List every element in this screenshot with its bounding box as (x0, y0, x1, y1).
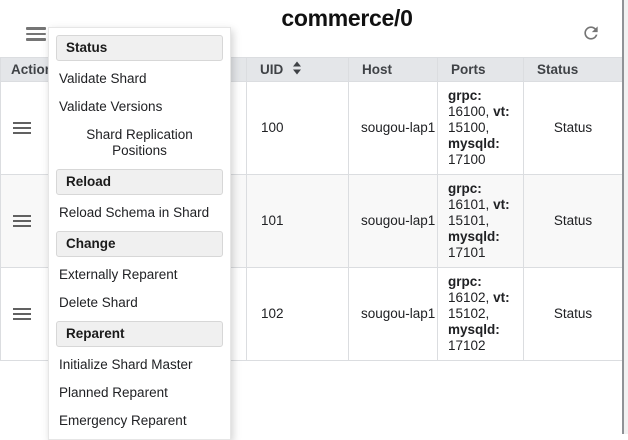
ports-cell: grpc: 16101, vt: 15101, mysqld: 17101 (437, 174, 524, 268)
sort-icon[interactable] (292, 61, 302, 78)
vt-label: vt: (493, 104, 510, 119)
vt-port: 15100, (448, 120, 490, 135)
grpc-port: 16100, (448, 104, 490, 119)
host-cell: sougou-lap1 (348, 81, 438, 175)
scrollbar[interactable] (622, 0, 628, 434)
status-cell[interactable]: Status (523, 174, 623, 268)
vt-port: 15102, (448, 306, 490, 321)
host-cell: sougou-lap1 (348, 267, 438, 361)
column-header-status: Status (523, 57, 623, 82)
uid-cell: 102 (246, 267, 349, 361)
column-header-uid-label: UID (260, 62, 284, 77)
row-menu-icon[interactable] (13, 215, 31, 227)
menu-icon-bar (26, 38, 46, 41)
menu-section-reload: Reload (56, 169, 223, 195)
vt-label: vt: (493, 197, 510, 212)
column-header-host: Host (348, 57, 438, 82)
column-header-uid[interactable]: UID (246, 57, 349, 82)
refresh-icon[interactable] (581, 23, 601, 43)
grpc-label: grpc: (448, 181, 482, 196)
ports-cell: grpc: 16100, vt: 15100, mysqld: 17100 (437, 81, 524, 175)
scrollbar-thumb[interactable] (622, 0, 624, 434)
menu-section-change: Change (56, 231, 223, 257)
grpc-label: grpc: (448, 88, 482, 103)
mysqld-port: 17101 (448, 245, 486, 260)
grpc-port: 16101, (448, 197, 490, 212)
menu-item-delete-shard[interactable]: Delete Shard (59, 295, 138, 310)
uid-cell: 101 (246, 174, 349, 268)
grpc-port: 16102, (448, 290, 490, 305)
menu-item-planned-reparent[interactable]: Planned Reparent (59, 385, 168, 400)
vt-port: 15101, (448, 213, 490, 228)
menu-icon-bar (26, 32, 46, 35)
status-cell[interactable]: Status (523, 267, 623, 361)
uid-cell: 100 (246, 81, 349, 175)
menu-item-validate-versions[interactable]: Validate Versions (59, 99, 163, 114)
row-menu-icon[interactable] (13, 122, 31, 134)
row-menu-icon[interactable] (13, 308, 31, 320)
menu-section-reparent: Reparent (56, 321, 223, 347)
menu-item-emergency-reparent[interactable]: Emergency Reparent (59, 413, 187, 428)
host-cell: sougou-lap1 (348, 174, 438, 268)
menu-section-status: Status (56, 35, 223, 61)
column-header-ports: Ports (437, 57, 524, 82)
menu-icon[interactable] (26, 27, 46, 41)
shard-actions-menu: Status Validate Shard Validate Versions … (48, 27, 231, 440)
menu-icon-bar (26, 27, 46, 30)
mysqld-label: mysqld: (448, 322, 500, 337)
menu-item-validate-shard[interactable]: Validate Shard (59, 71, 147, 86)
vt-label: vt: (493, 290, 510, 305)
grpc-label: grpc: (448, 274, 482, 289)
page-title: commerce/0 (281, 5, 413, 31)
status-cell[interactable]: Status (523, 81, 623, 175)
mysqld-label: mysqld: (448, 136, 500, 151)
mysqld-port: 17100 (448, 152, 486, 167)
menu-item-shard-replication-positions[interactable]: Shard Replication Positions (86, 127, 193, 158)
menu-item-initialize-shard-master[interactable]: Initialize Shard Master (59, 357, 193, 372)
mysqld-port: 17102 (448, 338, 486, 353)
mysqld-label: mysqld: (448, 229, 500, 244)
menu-item-externally-reparent[interactable]: Externally Reparent (59, 267, 178, 282)
menu-item-reload-schema-in-shard[interactable]: Reload Schema in Shard (59, 205, 210, 220)
ports-cell: grpc: 16102, vt: 15102, mysqld: 17102 (437, 267, 524, 361)
